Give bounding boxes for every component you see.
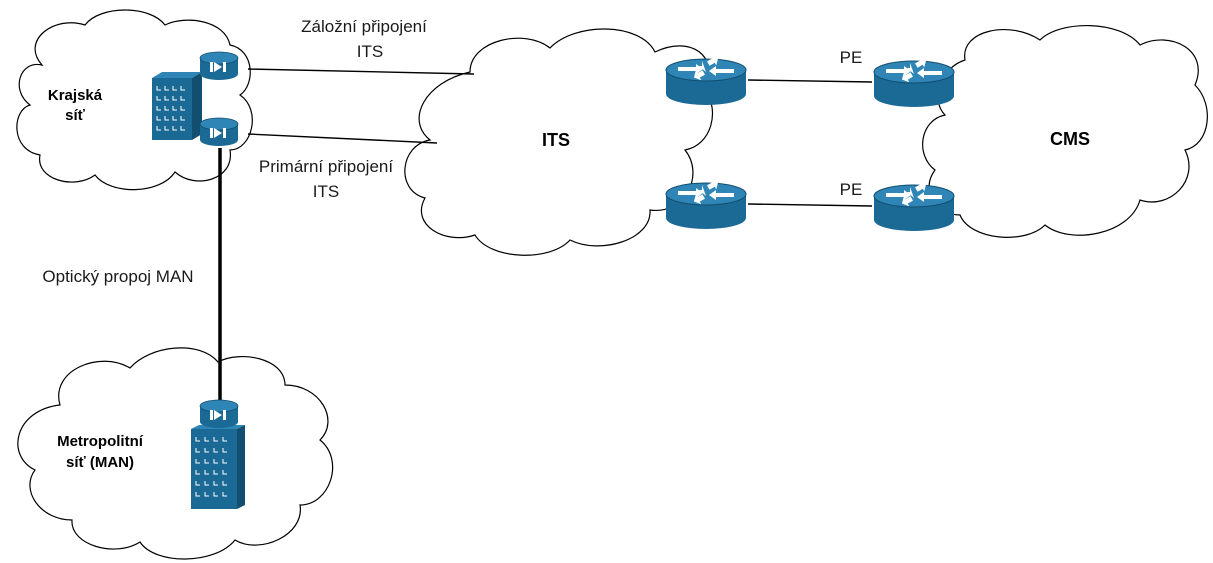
cloud-cms <box>922 24 1208 238</box>
cloud-its <box>404 28 713 256</box>
label-primary-line2: ITS <box>313 182 339 201</box>
link-backup-its <box>247 68 475 75</box>
label-regional-line1: Krajská <box>48 87 103 104</box>
link-its-router-top-to-pe-top <box>747 79 873 83</box>
building-icon <box>152 72 202 140</box>
label-its: ITS <box>542 130 570 150</box>
building-icon <box>191 425 245 509</box>
cloud-metro-network <box>17 347 334 560</box>
label-cms: CMS <box>1050 129 1090 149</box>
link-primary-its <box>247 133 438 144</box>
firewall-icon <box>199 399 239 429</box>
label-optical: Optický propoj MAN <box>42 267 193 286</box>
firewall-icon <box>199 117 239 147</box>
label-metro-line2: síť (MAN) <box>66 454 134 471</box>
label-regional-line2: síť <box>65 107 86 124</box>
link-its-router-bottom-to-pe-bottom <box>747 203 873 207</box>
label-primary-line1: Primární připojení <box>259 157 393 176</box>
label-backup-line1: Záložní připojení <box>301 17 427 36</box>
label-backup-line2: ITS <box>357 42 383 61</box>
router-icon <box>873 54 955 108</box>
firewall-icon <box>199 51 239 81</box>
label-pe-top: PE <box>840 48 863 67</box>
label-pe-bottom: PE <box>840 180 863 199</box>
cloud-regional-network <box>16 9 253 191</box>
label-metro-line1: Metropolitní <box>57 433 144 450</box>
